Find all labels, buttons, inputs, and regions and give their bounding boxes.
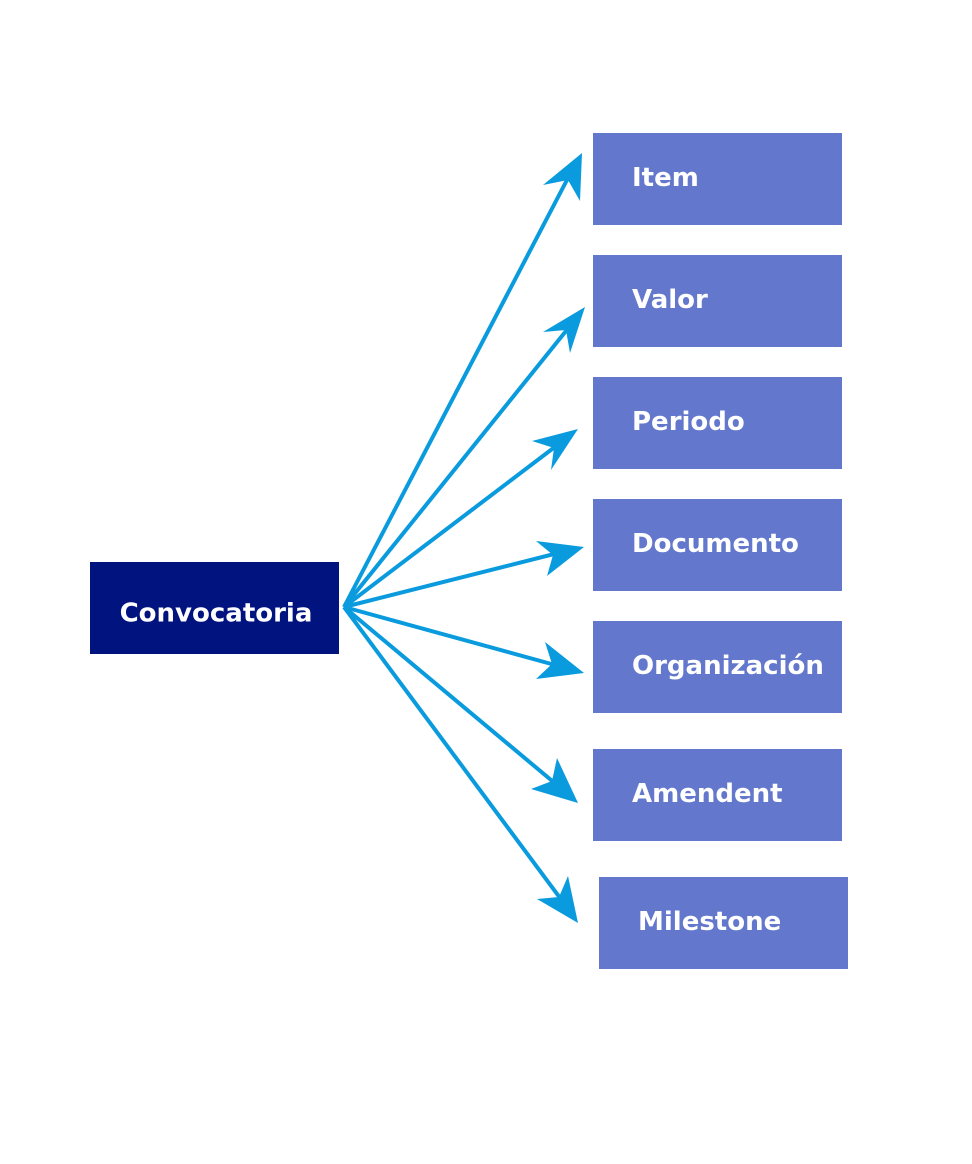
child-node-box [593, 499, 842, 591]
connector-arrows [342, 153, 585, 923]
child-node-milestone: Milestone [599, 877, 848, 969]
child-node-label: Documento [632, 529, 799, 559]
root-node-box [90, 562, 339, 654]
arrow-to-amendent [342, 605, 578, 803]
child-nodes: Item Valor Periodo Documento Organizació… [593, 133, 848, 969]
child-node-box [593, 621, 842, 713]
child-node-box [593, 255, 842, 347]
child-node-label: Valor [632, 285, 708, 315]
arrow-to-periodo [342, 429, 578, 609]
child-node-label: Milestone [638, 907, 781, 937]
arrow-to-organizacion [343, 605, 584, 679]
child-node-documento: Documento [593, 499, 842, 591]
arrow-to-item [342, 153, 582, 608]
child-node-label: Organización [632, 651, 824, 681]
child-node-box [593, 749, 842, 841]
root-node-label: Convocatoria [120, 599, 313, 629]
child-node-amendent: Amendent [593, 749, 842, 841]
child-node-label: Item [632, 163, 699, 193]
child-node-label: Periodo [632, 407, 745, 437]
child-node-valor: Valor [593, 255, 842, 347]
arrow-to-documento [343, 541, 584, 609]
child-node-periodo: Periodo [593, 377, 842, 469]
child-node-box [593, 377, 842, 469]
child-node-box [599, 877, 848, 969]
root-node: Convocatoria [90, 562, 339, 654]
child-node-organizacion: Organización [593, 621, 842, 713]
arrow-to-valor [342, 307, 585, 609]
child-node-box [593, 133, 842, 225]
arrow-to-milestone [342, 605, 578, 923]
child-node-item: Item [593, 133, 842, 225]
child-node-label: Amendent [632, 779, 783, 809]
